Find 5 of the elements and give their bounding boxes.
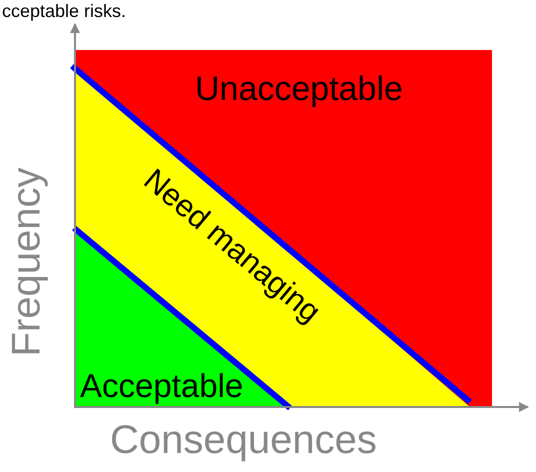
caption-text: cceptable risks.	[2, 2, 126, 20]
zone-label: Unacceptable	[195, 72, 403, 106]
axis-title: Frequency	[6, 168, 46, 356]
axis-title: Consequences	[110, 420, 377, 460]
zone-label: Acceptable	[80, 369, 244, 402]
